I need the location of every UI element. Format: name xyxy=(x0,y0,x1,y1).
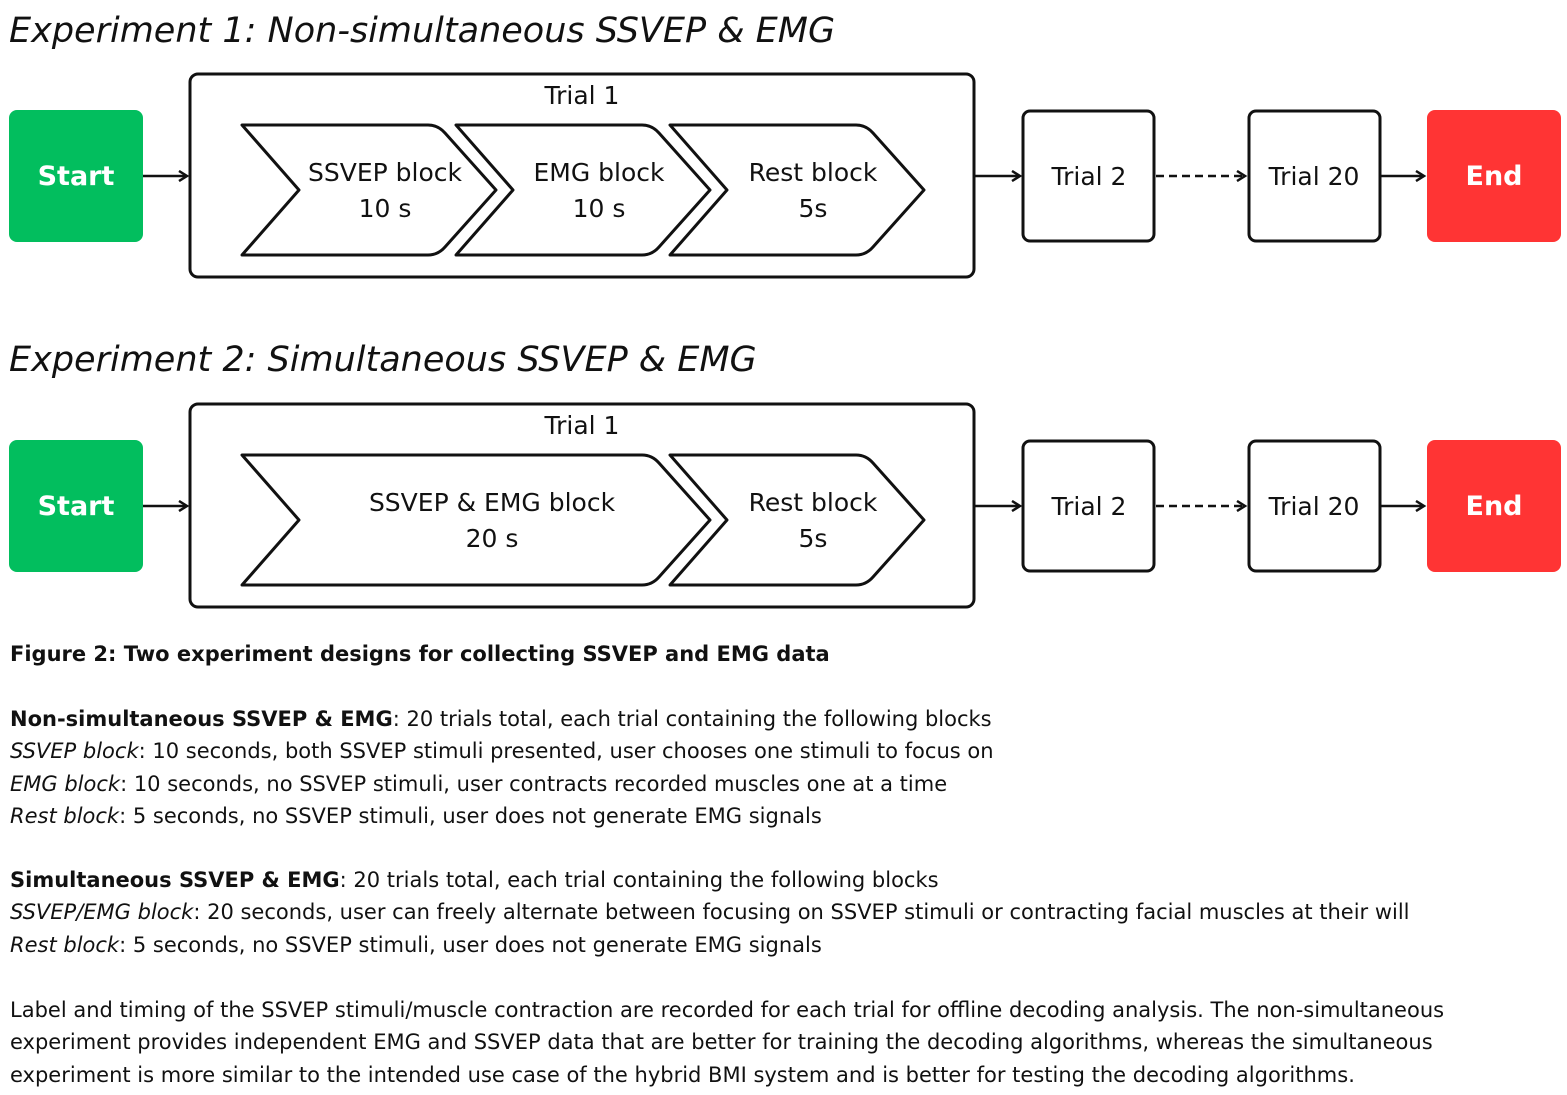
exp2-trial20-node: Trial 20 xyxy=(1247,439,1382,573)
exp1-trial20-label: Trial 20 xyxy=(1268,162,1360,191)
sim-heading-rest: : 20 trials total, each trial containing… xyxy=(339,868,939,892)
sim-heading-line: Simultaneous SSVEP & EMG: 20 trials tota… xyxy=(10,864,1555,896)
exp1-trial1-label: Trial 1 xyxy=(544,81,620,110)
exp1-trial2-label: Trial 2 xyxy=(1051,162,1127,191)
exp1-trial20-box xyxy=(1247,109,1382,243)
simultaneous-description: Simultaneous SSVEP & EMG: 20 trials tota… xyxy=(10,864,1555,961)
sim-item-rest-text: : 5 seconds, no SSVEP stimuli, user does… xyxy=(119,932,822,957)
exp1-block-rest-line2: 5s xyxy=(799,194,828,223)
non-sim-heading-rest: : 20 trials total, each trial containing… xyxy=(392,707,992,731)
exp1-block-ssvep-line1: SSVEP block xyxy=(308,158,463,187)
exp1-start-label: Start xyxy=(38,161,115,192)
non-sim-heading: Non-simultaneous SSVEP & EMG xyxy=(10,707,393,731)
experiment1-title: Experiment 1: Non-simultaneous SSVEP & E… xyxy=(9,11,835,51)
non-sim-item-emg-term: EMG block xyxy=(10,771,121,796)
exp2-end-label: End xyxy=(1466,491,1523,522)
exp1-block-ssvep-shape xyxy=(240,123,498,257)
experiment-diagram: Experiment 1: Non-simultaneous SSVEP & E… xyxy=(9,11,1561,609)
sim-item-ssvep-emg: SSVEP/EMG block: 20 seconds, user can fr… xyxy=(10,896,1555,928)
exp2-block-rest-shape xyxy=(668,453,926,587)
exp2-end-node: End xyxy=(1427,440,1561,572)
exp2-start-node: Start xyxy=(9,440,143,572)
non-sim-item-ssvep: SSVEP block: 10 seconds, both SSVEP stim… xyxy=(10,735,1555,767)
exp2-trial1-container: Trial 1 xyxy=(188,402,976,609)
summary-line-3: experiment is more similar to the intend… xyxy=(10,1062,1355,1087)
experiment2-title: Experiment 2: Simultaneous SSVEP & EMG xyxy=(9,340,757,380)
exp2-trial1-label: Trial 1 xyxy=(544,411,620,440)
exp1-start-node: Start xyxy=(9,110,143,242)
non-sim-item-rest-text: : 5 seconds, no SSVEP stimuli, user does… xyxy=(119,803,822,828)
exp1-trial2-node: Trial 2 xyxy=(1021,109,1156,243)
exp1-trial20-node: Trial 20 xyxy=(1247,109,1382,243)
exp1-block-rest-shape xyxy=(668,123,926,257)
exp2-start-label: Start xyxy=(38,491,115,522)
exp1-block-rest-line1: Rest block xyxy=(749,158,878,187)
exp2-trial1-box xyxy=(188,402,976,609)
exp1-block-emg-line1: EMG block xyxy=(533,158,665,187)
exp1-end-box xyxy=(1427,110,1561,242)
sim-item-rest-term: Rest block xyxy=(10,932,120,957)
exp2-block-ssvep-emg: SSVEP & EMG block 20 s xyxy=(240,453,712,587)
exp1-block-rest: Rest block 5s xyxy=(668,123,926,257)
exp1-trial2-box xyxy=(1021,109,1156,243)
sim-item-ssvep-emg-term: SSVEP/EMG block xyxy=(10,900,194,925)
summary-line-2: experiment provides independent EMG and … xyxy=(10,1030,1433,1055)
exp1-start-box xyxy=(9,110,143,242)
sim-heading: Simultaneous SSVEP & EMG xyxy=(10,868,340,892)
non-sim-item-rest-term: Rest block xyxy=(10,803,120,828)
figure-caption: Figure 2: Two experiment designs for col… xyxy=(10,642,830,666)
exp2-block-rest-line1: Rest block xyxy=(749,488,878,517)
summary-line-1: Label and timing of the SSVEP stimuli/mu… xyxy=(10,998,1445,1022)
exp1-end-node: End xyxy=(1427,110,1561,242)
exp2-trial2-box xyxy=(1021,439,1156,573)
exp2-block-ssvep-emg-shape xyxy=(240,453,712,587)
exp1-trial1-box xyxy=(188,72,976,279)
non-sim-item-ssvep-term: SSVEP block xyxy=(10,739,139,764)
non-sim-item-rest: Rest block: 5 seconds, no SSVEP stimuli,… xyxy=(10,800,1555,832)
exp1-trial1-container: Trial 1 xyxy=(188,72,976,279)
exp1-block-emg-shape xyxy=(454,123,712,257)
non-sim-item-emg-text: : 10 seconds, no SSVEP stimuli, user con… xyxy=(120,771,948,796)
non-sim-item-ssvep-text: : 10 seconds, both SSVEP stimuli present… xyxy=(138,739,994,764)
exp1-end-label: End xyxy=(1466,161,1523,192)
sim-item-rest: Rest block: 5 seconds, no SSVEP stimuli,… xyxy=(10,929,1555,961)
exp1-block-ssvep-line2: 10 s xyxy=(359,194,412,223)
exp2-trial20-box xyxy=(1247,439,1382,573)
exp2-trial2-node: Trial 2 xyxy=(1021,439,1156,573)
non-simultaneous-description: Non-simultaneous SSVEP & EMG: 20 trials … xyxy=(10,703,1555,832)
exp2-trial2-label: Trial 2 xyxy=(1051,492,1127,521)
exp2-trial20-label: Trial 20 xyxy=(1268,492,1360,521)
exp1-block-emg-line2: 10 s xyxy=(573,194,626,223)
exp1-block-ssvep: SSVEP block 10 s xyxy=(240,123,498,257)
exp2-start-box xyxy=(9,440,143,572)
non-sim-heading-line: Non-simultaneous SSVEP & EMG: 20 trials … xyxy=(10,703,1555,735)
sim-item-ssvep-emg-text: : 20 seconds, user can freely alternate … xyxy=(193,900,1410,925)
exp2-block-rest-line2: 5s xyxy=(799,524,828,553)
exp1-block-emg: EMG block 10 s xyxy=(454,123,712,257)
non-sim-item-emg: EMG block: 10 seconds, no SSVEP stimuli,… xyxy=(10,768,1555,800)
exp2-block-rest: Rest block 5s xyxy=(668,453,926,587)
exp2-block-ssvep-emg-line2: 20 s xyxy=(466,524,519,553)
exp2-end-box xyxy=(1427,440,1561,572)
exp2-block-ssvep-emg-line1: SSVEP & EMG block xyxy=(369,488,616,517)
summary-paragraph: Label and timing of the SSVEP stimuli/mu… xyxy=(10,994,1555,1091)
